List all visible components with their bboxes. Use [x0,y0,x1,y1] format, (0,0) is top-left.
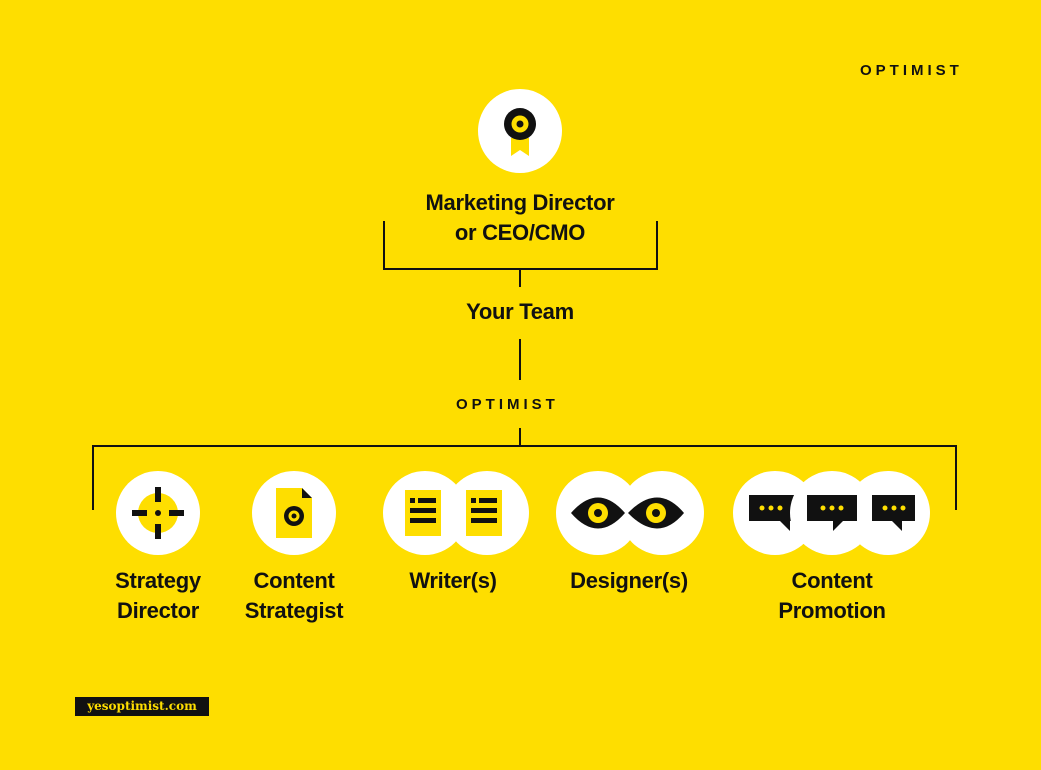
role-label-line1: Designer(s) [570,568,688,593]
connector-lines [92,221,957,510]
role-label-line1: Writer(s) [409,568,497,593]
role-label-content-strategist: Content Strategist [224,566,364,626]
website-url[interactable]: yesoptimist.com [75,697,209,716]
top-node-line1: Marketing Director [425,190,615,215]
role-label-line1: Content [253,568,335,593]
award-badge-icon [504,108,536,156]
bottom-bracket [92,445,957,510]
document-target-icon [276,488,312,538]
chat-bubble-icon [749,495,795,531]
top-node-icon [478,89,562,173]
optimist-logo-top: OPTIMIST [860,62,963,79]
role-label-line1: Strategy [115,568,201,593]
role-icon-content-strategist [252,471,336,555]
eye-icon [628,497,684,529]
eye-icon [571,497,625,529]
role-icon-strategy-director [116,471,200,555]
document-lines-icon [466,490,502,536]
top-node-line2: or CEO/CMO [454,220,586,245]
optimist-logo-team: OPTIMIST [456,396,559,413]
chat-bubble-icon [872,495,915,531]
role-label-strategy-director: Strategy Director [88,566,228,626]
document-lines-icon [405,490,441,536]
role-label-line2: Director [117,598,199,623]
role-label-line2: Promotion [778,598,886,623]
role-label-line1: Content [791,568,873,593]
your-team-label: Your Team [466,299,574,324]
top-node-label: Marketing Director or CEO/CMO [370,188,670,248]
chat-bubble-icon [807,495,857,531]
role-label-designers: Designer(s) [549,566,709,596]
role-icon-content-promotion [733,471,930,555]
role-label-content-promotion: Content Promotion [757,566,907,626]
role-label-line2: Strategist [244,598,344,623]
role-icon-writers [383,471,529,555]
role-label-writers: Writer(s) [383,566,523,596]
role-icon-designers [556,471,704,555]
crosshair-icon [132,487,184,539]
